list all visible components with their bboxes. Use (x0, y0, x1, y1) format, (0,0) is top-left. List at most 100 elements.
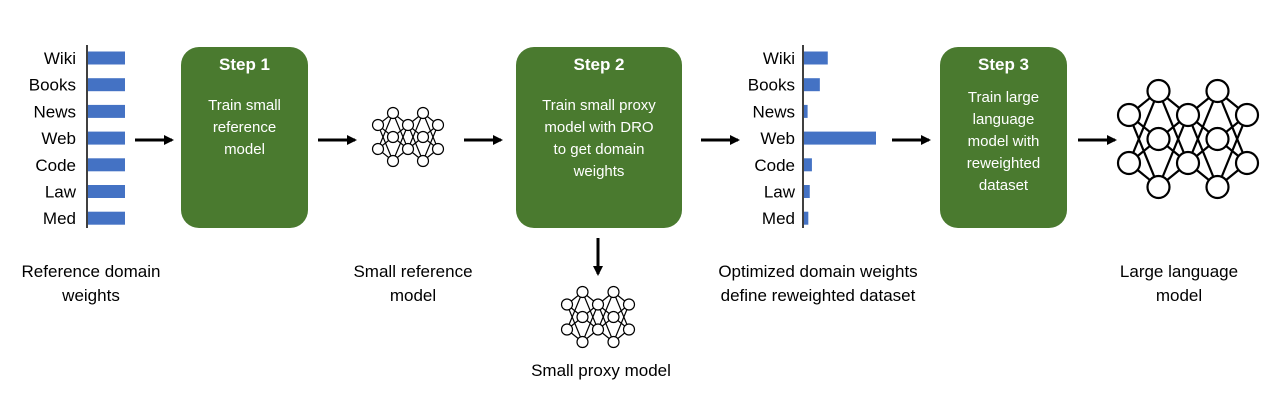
step1-title: Step 1 (218, 55, 271, 74)
reference-label-wiki: Wiki (44, 49, 76, 68)
network-edge (566, 291, 584, 330)
reference-bar-web (88, 131, 125, 145)
network-node (416, 106, 430, 120)
optimized-label-web: Web (760, 129, 795, 148)
caption-optimized-weights: Optimized domain weights define reweight… (700, 260, 936, 308)
optimized-bar-books (804, 78, 820, 92)
optimized-label-law: Law (764, 183, 796, 202)
reference-label-law: Law (45, 183, 77, 202)
network-node (607, 310, 620, 324)
network-node (431, 142, 445, 156)
reference-bar-wiki (88, 51, 125, 65)
optimized-label-code: Code (754, 156, 795, 175)
optimized-label-news: News (752, 102, 795, 121)
network-node (622, 323, 636, 336)
small-proxy-model-icon (560, 285, 636, 349)
step3-box: Step 3 Train large language model with r… (940, 47, 1067, 228)
network-node (591, 323, 605, 336)
network-edge (1186, 90, 1219, 164)
reference-label-news: News (33, 102, 76, 121)
network-node (416, 154, 430, 168)
network-node (576, 310, 589, 324)
caption-line: Large language (1119, 262, 1239, 281)
step1-line: Train small (208, 97, 281, 114)
network-node (591, 298, 605, 311)
network-node (1175, 102, 1201, 128)
step3-line: dataset (978, 177, 1029, 194)
network-node (386, 154, 400, 168)
optimized-label-wiki: Wiki (763, 49, 795, 68)
step1-box: Step 1 Train small reference model (181, 47, 308, 228)
network-node (1175, 150, 1201, 176)
caption-line: model (1155, 286, 1203, 305)
network-edge (581, 304, 599, 343)
optimized-label-books: Books (748, 76, 795, 95)
network-edge (377, 112, 394, 150)
reference-bar-med (88, 211, 125, 225)
network-node (1205, 174, 1230, 200)
caption-reference-weights: Reference domain weights (0, 260, 182, 308)
step2-line: weights (573, 163, 625, 180)
network-edge (392, 124, 409, 162)
caption-large-language-model: Large language model (1110, 260, 1248, 308)
network-node (1234, 150, 1260, 176)
network-node (401, 142, 415, 156)
reference-bar-code (88, 158, 125, 172)
network-node (401, 118, 415, 132)
large-language-model-icon (1116, 78, 1260, 200)
network-node (371, 118, 385, 132)
network-node (371, 142, 385, 156)
network-edge (407, 112, 424, 150)
optimized-bar-news (804, 104, 808, 118)
caption-line: weights (62, 286, 120, 305)
step1-line: reference (212, 119, 277, 136)
network-node (607, 285, 620, 299)
network-node (607, 335, 620, 349)
step3-line: reweighted (966, 155, 1041, 172)
reference-bar-news (88, 104, 125, 118)
step2-line: to get domain (553, 141, 645, 158)
caption-small-proxy-model: Small proxy model (508, 359, 694, 383)
optimized-bar-wiki (804, 51, 828, 65)
network-node (576, 335, 589, 349)
network-node (576, 285, 589, 299)
step2-box: Step 2 Train small proxy model with DRO … (516, 47, 682, 228)
network-node (386, 130, 400, 144)
step3-line: Train large (967, 89, 1040, 106)
optimized-bar-code (804, 158, 812, 172)
reference-bar-law (88, 185, 125, 198)
network-node (1205, 126, 1230, 152)
network-node (1116, 102, 1142, 128)
caption-line: Small proxy model (531, 361, 671, 380)
network-edge (1157, 114, 1190, 188)
caption-line: Reference domain (21, 262, 161, 281)
network-node (622, 298, 636, 311)
network-node (1234, 102, 1260, 128)
network-node (431, 118, 445, 132)
step3-line: model with (967, 133, 1040, 150)
step2-line: model with DRO (544, 119, 654, 136)
caption-small-reference-model: Small reference model (330, 260, 496, 308)
optimized-bar-web (804, 131, 876, 145)
network-node (1146, 78, 1171, 104)
step3-line: language (972, 111, 1035, 128)
reference-label-web: Web (41, 129, 76, 148)
optimized-bar-med (804, 211, 809, 225)
step3-title: Step 3 (977, 55, 1030, 74)
network-edge (1127, 90, 1160, 164)
network-node (560, 298, 574, 311)
network-node (1116, 150, 1142, 176)
caption-line: define reweighted dataset (720, 286, 916, 305)
network-node (1205, 78, 1230, 104)
network-edge (422, 124, 439, 162)
small-reference-model-icon (371, 106, 445, 168)
network-node (1146, 174, 1171, 200)
network-edge (1216, 114, 1249, 188)
network-node (386, 106, 400, 120)
network-node (1146, 126, 1171, 152)
reference-label-code: Code (35, 156, 76, 175)
reference-label-med: Med (43, 209, 76, 228)
network-edge (612, 304, 630, 343)
